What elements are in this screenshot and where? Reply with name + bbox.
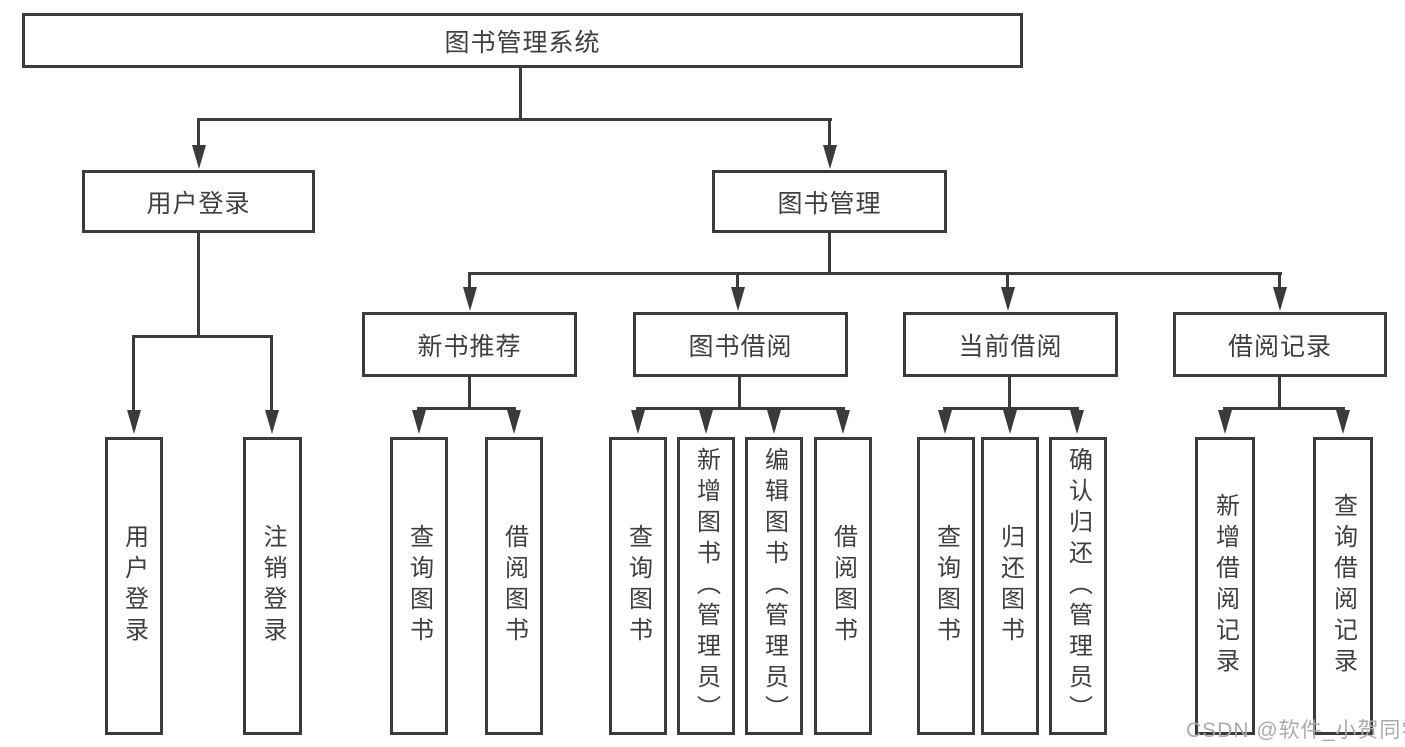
csdn-watermark: CSDN @软件_小贺同学 xyxy=(1186,719,1405,742)
leaf-query-books-borrowing: 查询图书 xyxy=(609,437,667,735)
leaf-query-books-current: 查询图书 xyxy=(917,437,975,735)
leaf-query-borrow-record: 查询借阅记录 xyxy=(1313,437,1373,735)
arrow-down-icon xyxy=(1218,410,1232,434)
leaf-confirm-return-admin: 确认归还（管理员） xyxy=(1049,437,1107,735)
connector-line xyxy=(828,118,831,150)
connector-line xyxy=(132,335,273,338)
connector-line xyxy=(736,272,739,290)
connector-line xyxy=(197,118,832,121)
connector-line xyxy=(270,335,273,413)
arrow-down-icon xyxy=(1070,410,1084,434)
connector-line xyxy=(197,118,200,150)
arrow-down-icon xyxy=(1001,287,1015,311)
connector-line xyxy=(417,407,516,410)
connector-line xyxy=(636,407,845,410)
connector-line xyxy=(519,68,522,120)
node-borrowing-records: 借阅记录 xyxy=(1173,312,1387,377)
connector-line xyxy=(468,272,471,290)
leaf-edit-book-admin: 编辑图书（管理员） xyxy=(745,437,803,735)
arrow-down-icon xyxy=(463,287,477,311)
arrow-down-icon xyxy=(507,410,521,434)
leaf-logout: 注销登录 xyxy=(243,437,302,735)
node-root-library-system: 图书管理系统 xyxy=(22,13,1023,68)
arrow-down-icon xyxy=(265,410,279,434)
leaf-add-borrow-record: 新增借阅记录 xyxy=(1195,437,1255,735)
connector-line xyxy=(1223,407,1345,410)
leaf-borrow-books-recommend: 借阅图书 xyxy=(485,437,543,735)
arrow-down-icon xyxy=(836,410,850,434)
connector-line xyxy=(468,272,1282,275)
connector-line xyxy=(197,233,200,337)
connector-line xyxy=(1278,272,1281,290)
leaf-return-books: 归还图书 xyxy=(981,437,1039,735)
arrow-down-icon xyxy=(767,410,781,434)
connector-line xyxy=(1278,377,1281,409)
arrow-down-icon xyxy=(731,287,745,311)
connector-line xyxy=(468,377,471,409)
connector-line xyxy=(1008,377,1011,409)
arrow-down-icon xyxy=(938,410,952,434)
leaf-borrow-books: 借阅图书 xyxy=(814,437,872,735)
connector-line xyxy=(943,407,1079,410)
arrow-down-icon xyxy=(1336,410,1350,434)
arrow-down-icon xyxy=(631,410,645,434)
arrow-down-icon xyxy=(1003,410,1017,434)
arrow-down-icon xyxy=(412,410,426,434)
node-current-borrowing: 当前借阅 xyxy=(903,312,1118,377)
arrow-down-icon xyxy=(1273,287,1287,311)
node-new-book-recommend: 新书推荐 xyxy=(362,312,577,377)
node-book-management: 图书管理 xyxy=(712,170,947,233)
connector-line xyxy=(132,335,135,413)
leaf-user-login: 用户登录 xyxy=(105,437,163,735)
connector-line xyxy=(738,377,741,409)
arrow-down-icon xyxy=(823,145,837,169)
connector-line xyxy=(828,233,831,275)
leaf-add-book-admin: 新增图书（管理员） xyxy=(677,437,735,735)
leaf-query-books-recommend: 查询图书 xyxy=(390,437,448,735)
node-book-borrowing: 图书借阅 xyxy=(633,312,848,377)
connector-line xyxy=(1006,272,1009,290)
arrow-down-icon xyxy=(699,410,713,434)
node-user-login: 用户登录 xyxy=(82,170,315,233)
arrow-down-icon xyxy=(127,410,141,434)
arrow-down-icon xyxy=(192,145,206,169)
